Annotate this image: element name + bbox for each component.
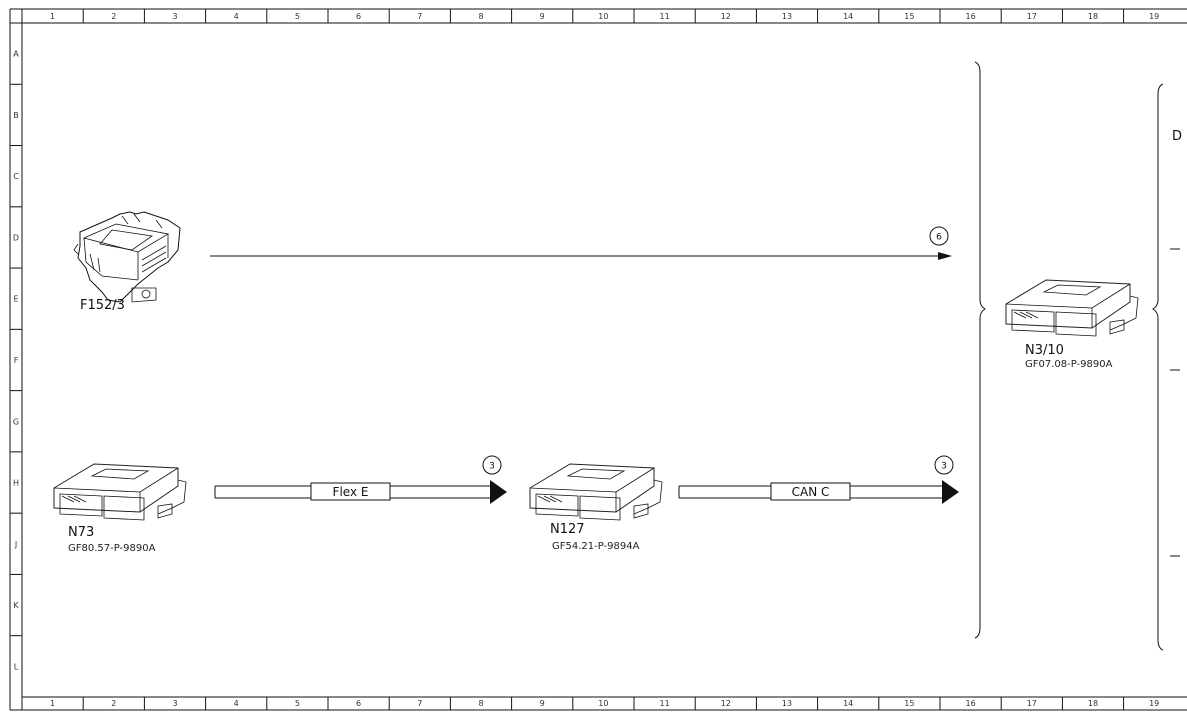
- column-label: 11: [660, 12, 670, 21]
- direct-connection-line: [210, 252, 952, 260]
- f152-component-icon: [73, 211, 181, 303]
- column-label: 15: [904, 12, 914, 21]
- column-label: 6: [356, 12, 361, 21]
- column-label: 2: [111, 12, 116, 21]
- row-label: G: [13, 417, 19, 426]
- row-label: E: [13, 295, 18, 304]
- column-label: 18: [1088, 699, 1098, 708]
- column-label: 4: [234, 12, 239, 21]
- column-label: 9: [540, 12, 545, 21]
- can-c-label: CAN C: [792, 485, 830, 499]
- right-edge-ticks: [1170, 248, 1180, 557]
- row-label: B: [13, 111, 19, 120]
- column-label: 3: [172, 12, 177, 21]
- column-label: 16: [966, 699, 976, 708]
- n127-label: N127: [550, 522, 585, 537]
- row-label: J: [14, 540, 17, 549]
- flex-e-ref-circle: 3: [482, 455, 502, 475]
- row-grid: A B C D E F G H J K L: [10, 22, 22, 671]
- column-label: 19: [1149, 12, 1159, 21]
- can-c-label-box: [770, 482, 851, 501]
- flex-e-ref-number: 3: [489, 462, 495, 472]
- row-label: F: [14, 356, 19, 365]
- column-label: 3: [172, 699, 177, 708]
- column-label: 12: [721, 12, 731, 21]
- n127-doc: GF54.21-P-9894A: [552, 541, 640, 552]
- column-label: 18: [1088, 12, 1098, 21]
- can-c-ref-circle: 3: [934, 455, 954, 475]
- column-label: 8: [478, 12, 483, 21]
- flex-e-label: Flex E: [333, 485, 369, 499]
- column-label: 14: [843, 699, 853, 708]
- n3-10-control-unit-icon: [1005, 279, 1139, 337]
- column-label: 8: [478, 699, 483, 708]
- column-label: 5: [295, 699, 300, 708]
- column-label: 11: [660, 699, 670, 708]
- offpage-letter: D: [1172, 129, 1182, 144]
- row-label: D: [13, 233, 19, 242]
- column-label: 16: [966, 12, 976, 21]
- column-label: 15: [904, 699, 914, 708]
- column-label: 19: [1149, 699, 1159, 708]
- row-label: K: [13, 601, 19, 610]
- frame: [9, 8, 1187, 711]
- n73-control-unit-icon: [53, 463, 187, 521]
- f152-label: F152/3: [80, 298, 125, 313]
- column-label: 1: [50, 699, 55, 708]
- n3-10-doc: GF07.08-P-9890A: [1025, 359, 1113, 370]
- direct-ref-circle: 6: [929, 226, 949, 246]
- can-c-ref-number: 3: [941, 462, 947, 472]
- n3-10-label: N3/10: [1025, 343, 1064, 358]
- column-label: 9: [540, 699, 545, 708]
- column-label: 13: [782, 699, 792, 708]
- column-label: 10: [598, 699, 608, 708]
- column-label: 14: [843, 12, 853, 21]
- column-label: 17: [1027, 12, 1037, 21]
- n73-label: N73: [68, 525, 94, 540]
- column-label: 10: [598, 12, 608, 21]
- column-label: 4: [234, 699, 239, 708]
- column-grid: 1122334455667788991010111112121313141415…: [21, 9, 1159, 710]
- column-label: 6: [356, 699, 361, 708]
- direct-ref-number: 6: [936, 233, 942, 243]
- row-label: C: [13, 172, 19, 181]
- column-label: 17: [1027, 699, 1037, 708]
- column-label: 12: [721, 699, 731, 708]
- n73-doc: GF80.57-P-9890A: [68, 543, 156, 554]
- flex-e-bus-arrow: Flex E: [214, 480, 507, 504]
- row-label: A: [13, 50, 19, 59]
- flex-e-label-box: [310, 482, 391, 501]
- column-label: 5: [295, 12, 300, 21]
- left-brace: [974, 61, 986, 639]
- column-label: 13: [782, 12, 792, 21]
- can-c-bus-arrow: CAN C: [678, 480, 959, 504]
- row-label: L: [14, 662, 19, 671]
- column-label: 2: [111, 699, 116, 708]
- row-label: H: [13, 479, 19, 488]
- n127-control-unit-icon: [529, 463, 663, 521]
- column-label: 1: [50, 12, 55, 21]
- column-label: 7: [417, 699, 422, 708]
- right-brace: [1152, 83, 1164, 651]
- column-label: 7: [417, 12, 422, 21]
